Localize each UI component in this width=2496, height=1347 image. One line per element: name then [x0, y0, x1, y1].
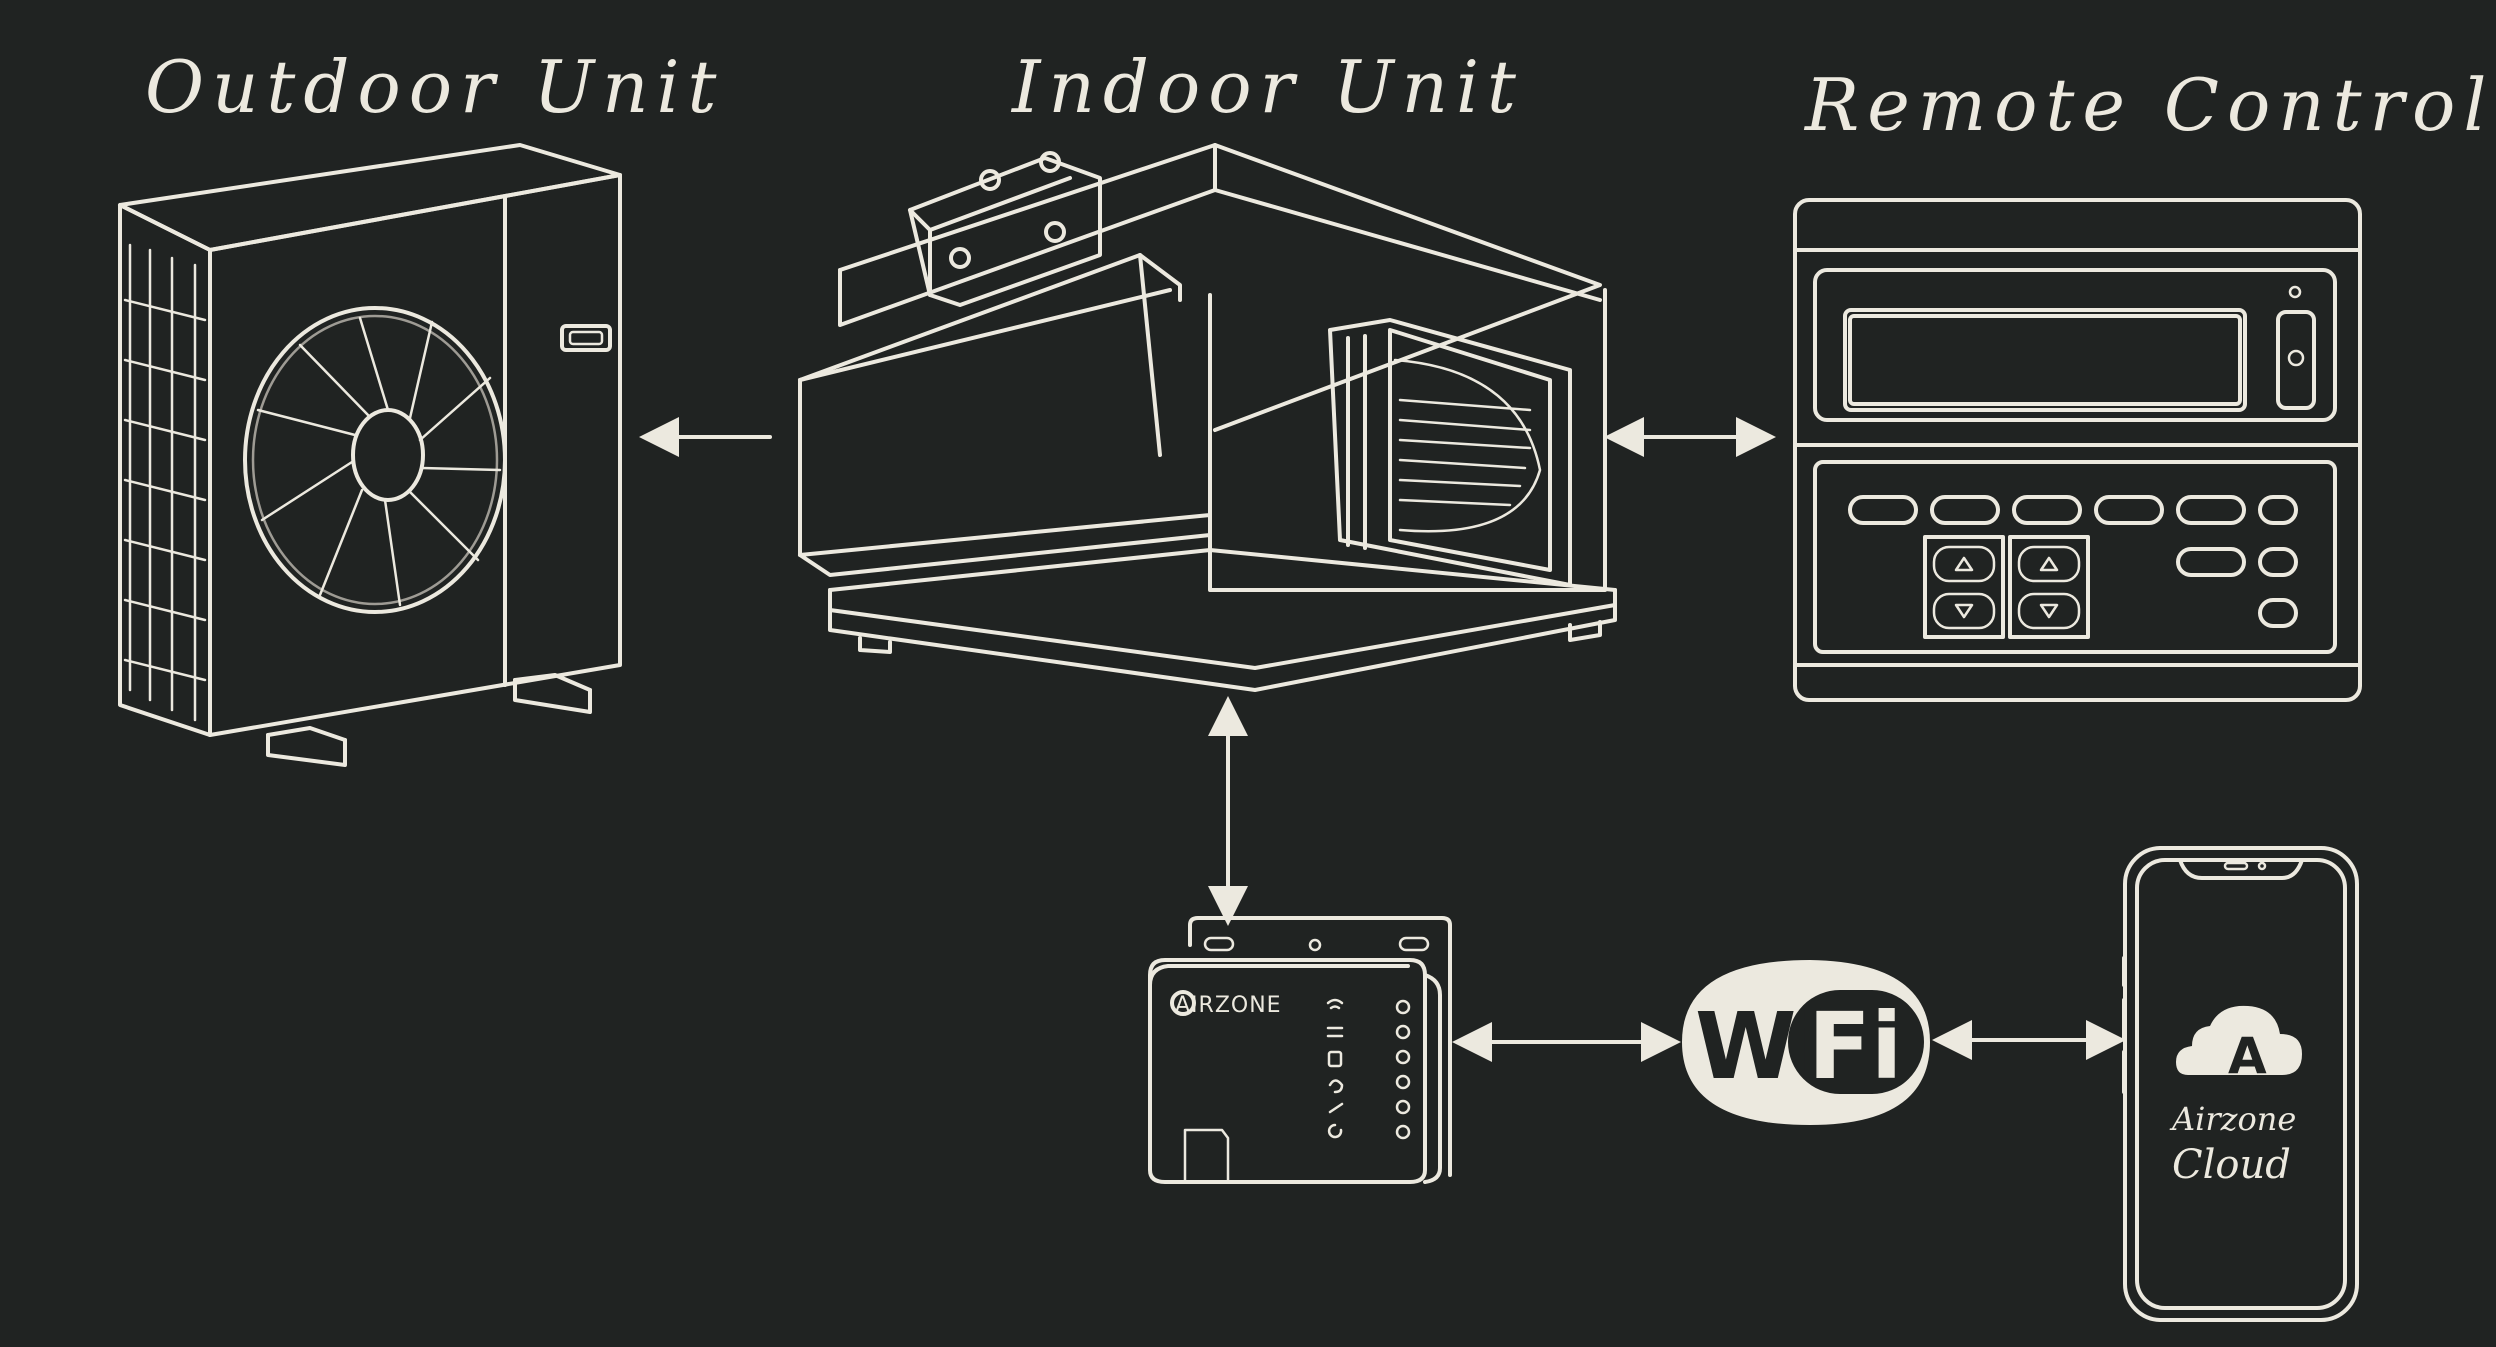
app-logo-letter: A — [2228, 1027, 2267, 1085]
indoor-unit-label: Indoor Unit — [1010, 45, 1524, 129]
indoor-unit-icon — [798, 143, 1617, 692]
cloud-icon — [2176, 1005, 2302, 1075]
wifi-logo-icon: Wi Fi — [1682, 960, 1930, 1125]
smartphone-icon: A Airzone Cloud — [2122, 846, 2359, 1322]
gateway-brand: AIRZONE — [1175, 993, 1282, 1018]
app-name-line1: Airzone — [2169, 1100, 2296, 1138]
remote-controller-icon — [1793, 198, 2362, 702]
airzone-gateway-icon: AIRZONE — [1148, 916, 1452, 1184]
outdoor-unit-label: Outdoor Unit — [145, 45, 724, 129]
remote-controller-label: Remote Controller — [1803, 63, 2496, 147]
outdoor-unit-icon — [118, 143, 622, 767]
app-name-line2: Cloud — [2172, 1142, 2291, 1188]
wifi-text-left: Wi — [1695, 993, 1828, 1100]
wifi-text-right: Fi — [1808, 993, 1902, 1100]
